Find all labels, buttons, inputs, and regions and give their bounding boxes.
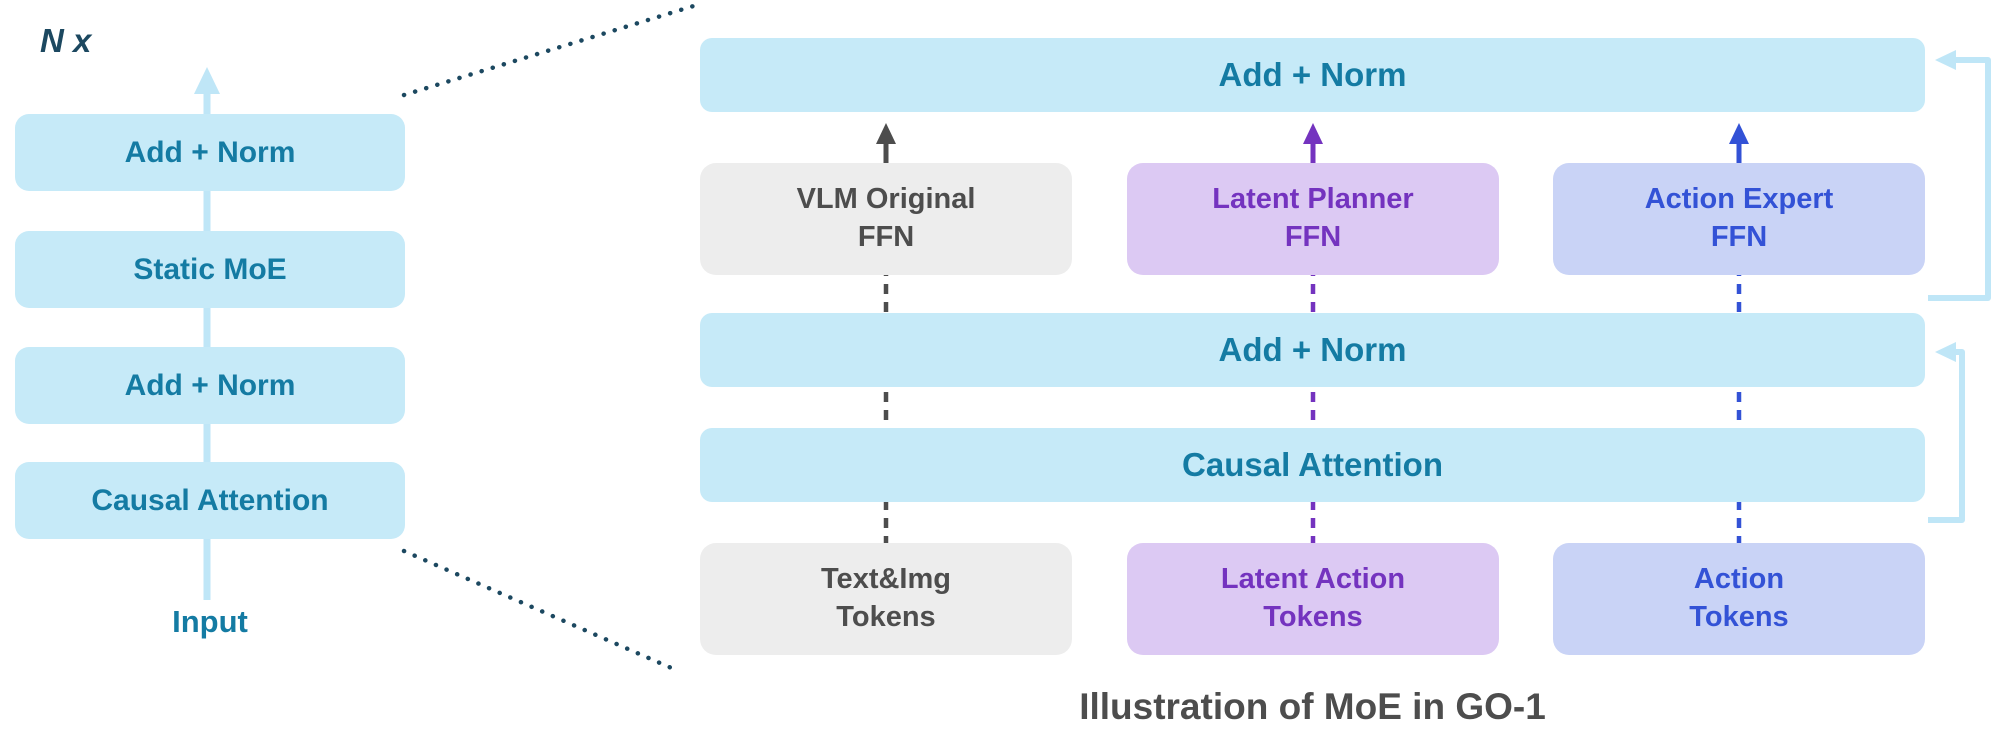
stack-block-label: Add + Norm xyxy=(124,135,296,169)
action-expert-ffn-box: Action Expert FFN xyxy=(1553,163,1925,275)
add-norm-mid-bar: Add + Norm xyxy=(700,313,1925,387)
diagram-caption: Illustration of MoE in GO-1 xyxy=(1079,686,1546,727)
causal-attention-bar: Causal Attention xyxy=(700,428,1925,502)
vlm-ffn-label-line1: VLM Original xyxy=(796,183,976,216)
latent-action-tokens-line1: Latent Action xyxy=(1220,563,1406,596)
latent-planner-label-line2: FFN xyxy=(1284,221,1342,253)
text-img-tokens-box: Text&Img Tokens xyxy=(700,543,1072,655)
vlm-ffn-label-line2: FFN xyxy=(857,221,915,253)
zoom-callout-line-bottom xyxy=(401,548,679,673)
stack-block-causal-attention: Causal Attention xyxy=(15,462,405,539)
action-tokens-box: Action Tokens xyxy=(1553,543,1925,655)
stack-block-add-norm-2: Add + Norm xyxy=(15,347,405,424)
action-tokens-line2: Tokens xyxy=(1689,601,1789,633)
latent-action-tokens-line2: Tokens xyxy=(1263,601,1363,633)
repeat-count-label: N x xyxy=(40,22,92,59)
latent-action-tokens-box: Latent Action Tokens xyxy=(1127,543,1499,655)
text-img-tokens-line2: Tokens xyxy=(836,601,936,633)
residual-connection-bottom xyxy=(1928,342,1965,523)
add-norm-top-bar: Add + Norm xyxy=(700,38,1925,112)
add-norm-top-label: Add + Norm xyxy=(1218,56,1407,93)
action-tokens-line1: Action xyxy=(1693,563,1785,596)
causal-attention-label: Causal Attention xyxy=(1182,446,1443,483)
input-label: Input xyxy=(172,604,248,639)
zoom-callout-line-top xyxy=(401,1,703,98)
latent-planner-label-line1: Latent Planner xyxy=(1212,183,1414,216)
stack-block-static-moe: Static MoE xyxy=(15,231,405,308)
residual-connection-top xyxy=(1928,50,1991,301)
stack-block-label: Add + Norm xyxy=(124,368,296,402)
latent-planner-ffn-box: Latent Planner FFN xyxy=(1127,163,1499,275)
action-expert-label-line2: FFN xyxy=(1710,221,1768,253)
action-expert-label-line1: Action Expert xyxy=(1644,183,1834,216)
text-img-tokens-line1: Text&Img xyxy=(821,563,951,596)
stack-block-label: Static MoE xyxy=(133,252,287,286)
add-norm-mid-label: Add + Norm xyxy=(1218,331,1407,368)
stack-block-add-norm-1: Add + Norm xyxy=(15,114,405,191)
stack-block-label: Causal Attention xyxy=(91,483,329,517)
vlm-ffn-box: VLM Original FFN xyxy=(700,163,1072,275)
